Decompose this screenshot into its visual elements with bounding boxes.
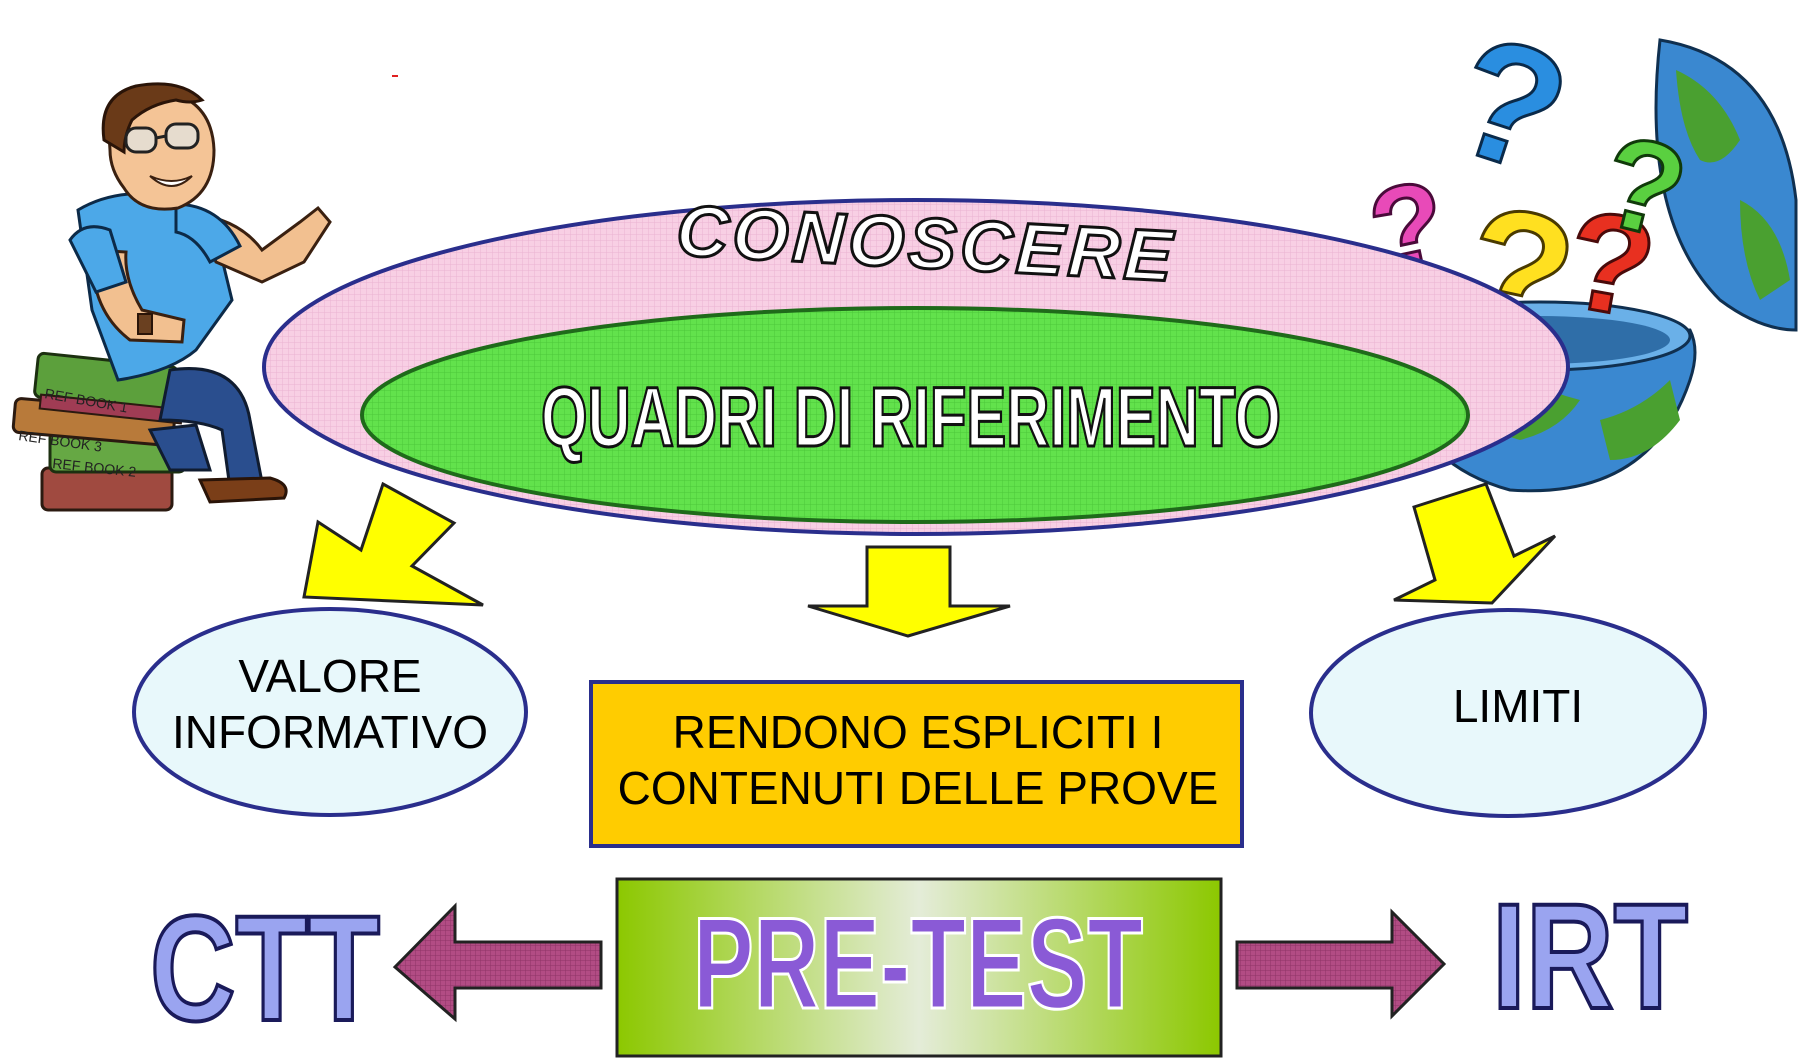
limiti-bubble xyxy=(1309,608,1707,818)
irt-label: IRT xyxy=(1492,872,1688,1040)
valore-line-1: VALORE xyxy=(238,650,421,702)
ctt-label: CTT xyxy=(150,884,380,1052)
rendono-line-2: CONTENUTI DELLE PROVE xyxy=(618,762,1219,814)
arrow-left-to-ctt xyxy=(392,902,603,1023)
arrow-down-center xyxy=(807,545,1011,638)
red-mark xyxy=(392,75,398,77)
man-on-books-illustration: REF BOOK 1 REF BOOK 3 REF BOOK 2 xyxy=(11,82,332,512)
quadri-label: QUADRI DI RIFERIMENTO xyxy=(541,370,1281,464)
quadri-ellipse xyxy=(360,306,1470,524)
arrow-right-to-irt xyxy=(1235,908,1447,1020)
arrow-down-right xyxy=(1393,482,1557,605)
limiti-label: LIMITI xyxy=(1453,680,1583,732)
rendono-espliciti-box xyxy=(589,680,1244,848)
pre-test-box xyxy=(615,877,1223,1058)
pre-test-label: PRE-TEST xyxy=(693,890,1143,1036)
rendono-line-1: RENDONO ESPLICITI I xyxy=(673,706,1164,758)
valore-line-2: INFORMATIVO xyxy=(172,706,488,758)
valore-informativo-bubble xyxy=(132,607,528,817)
arrow-down-left xyxy=(302,481,484,607)
